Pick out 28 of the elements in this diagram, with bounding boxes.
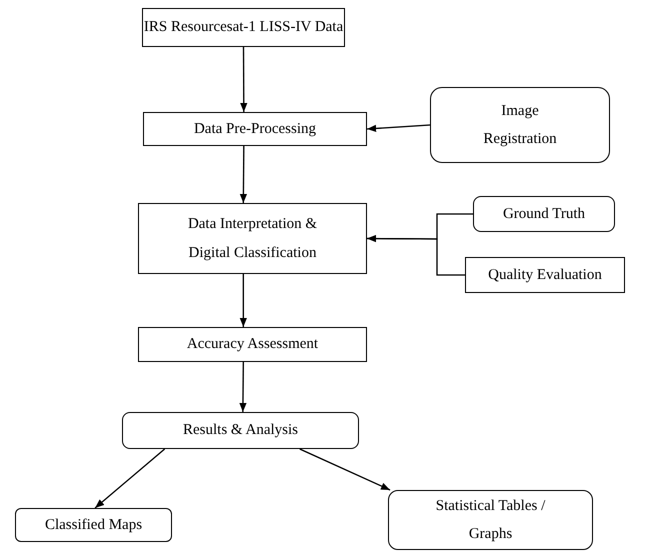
arrow	[239, 362, 247, 412]
node-label: Data Pre-Processing	[194, 120, 316, 139]
rounded-box	[473, 196, 615, 232]
arrow	[299, 448, 390, 491]
node-label: Image Registration	[482, 102, 558, 149]
node-label: Results & Analysis	[182, 421, 298, 440]
node-label: Ground Truth	[502, 204, 586, 224]
rounded-box	[15, 508, 172, 542]
rounded-box	[388, 490, 593, 550]
process-box	[138, 327, 367, 362]
process-box	[142, 8, 345, 47]
node-label: Data Interpretation & Digital Classification	[186, 215, 318, 262]
arrow	[366, 124, 430, 132]
node-label: Quality Evaluation	[488, 266, 602, 285]
rounded-box	[430, 87, 610, 163]
process-box	[143, 112, 367, 146]
arrow	[240, 146, 248, 203]
arrow	[367, 234, 465, 276]
rounded-box	[122, 412, 359, 449]
process-box	[138, 203, 367, 274]
node-label: Classified Maps	[44, 516, 142, 535]
node-label: IRS Resourcesat-1 LISS-IV Data	[144, 18, 344, 38]
node-label: Statistical Tables / Graphs	[434, 496, 546, 544]
node-label: Accuracy Assessment	[186, 335, 318, 354]
arrow	[94, 448, 166, 508]
arrow	[240, 274, 247, 327]
process-box	[465, 257, 625, 293]
arrow	[240, 47, 248, 112]
